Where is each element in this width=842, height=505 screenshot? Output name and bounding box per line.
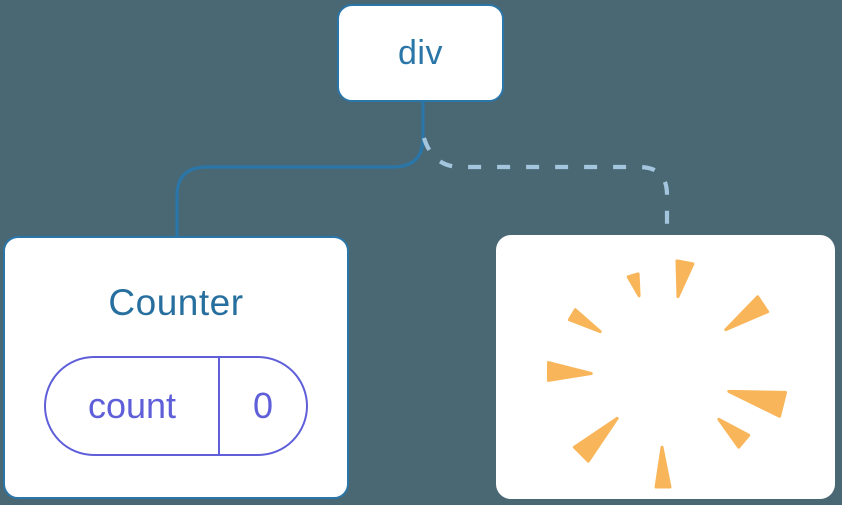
edge-solid-to-counter [175,101,425,237]
poof-burst-icon [546,259,788,489]
root-node-label: div [398,33,443,72]
state-pill: count 0 [44,356,308,456]
state-value: 0 [252,385,274,426]
root-node-div: div [337,4,504,102]
removed-node [496,235,835,499]
counter-node: Counter count 0 [3,236,349,499]
edge-dashed-to-removed [421,137,670,236]
counter-title: Counter [108,282,244,323]
state-key-label: count [46,358,220,454]
